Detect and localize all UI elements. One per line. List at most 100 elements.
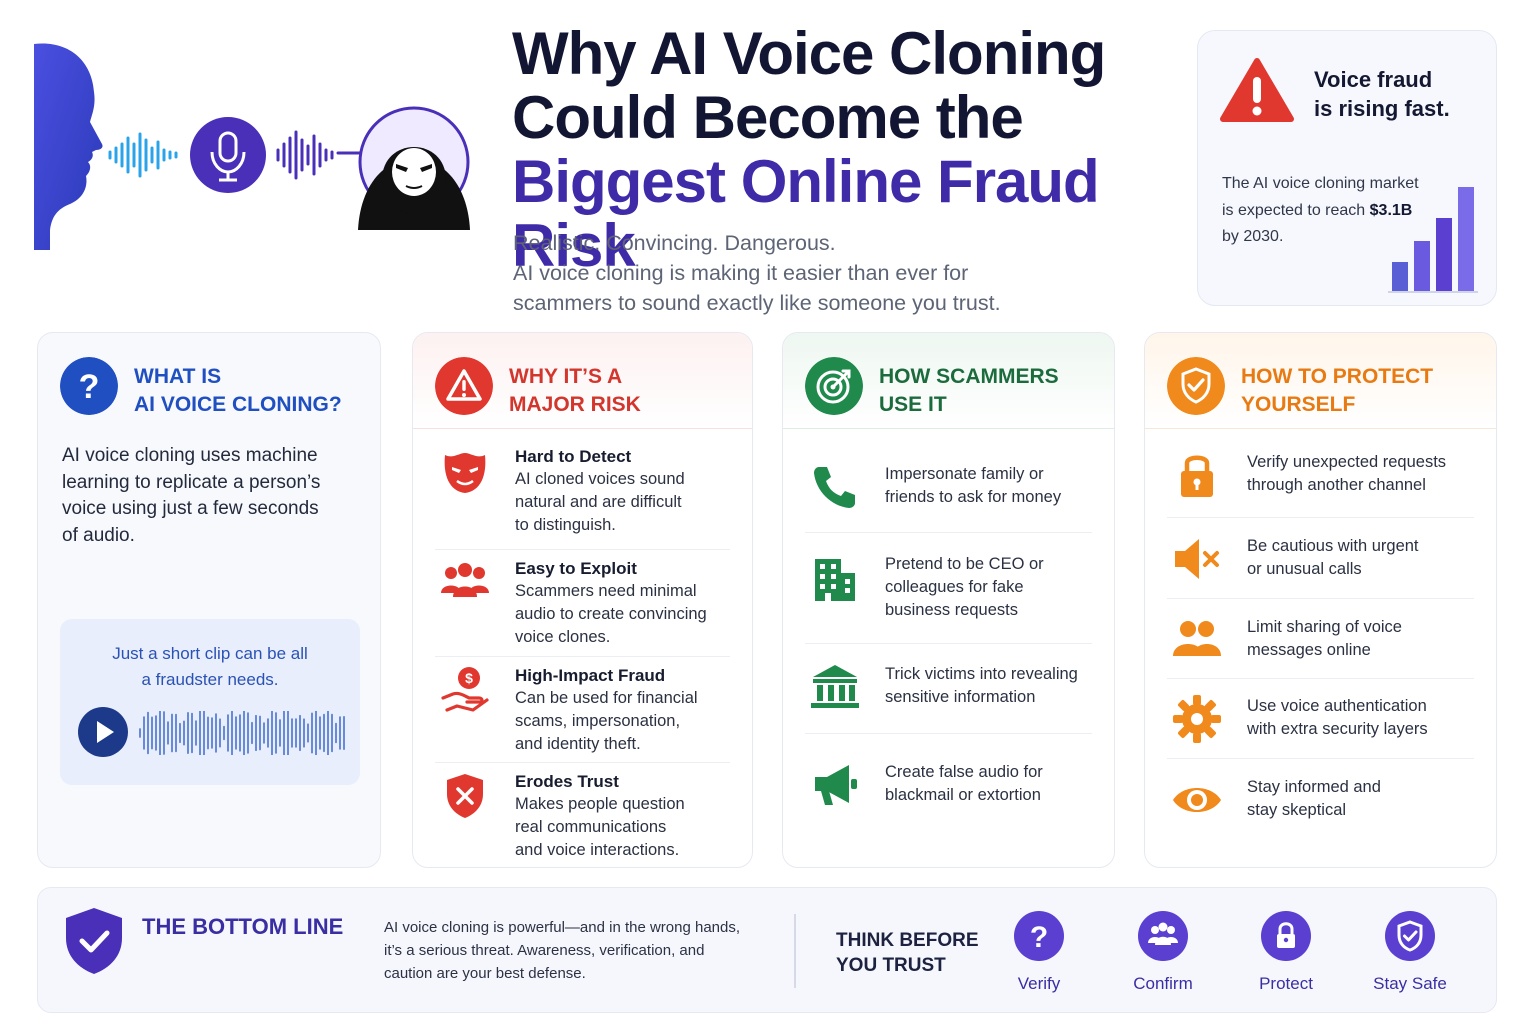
bottom-text-line: it’s a serious threat. Awareness, verifi… xyxy=(384,942,705,959)
divider xyxy=(435,549,730,550)
alert-icon xyxy=(435,357,493,415)
what-is-header: ? WHAT IS AI VOICE CLONING? xyxy=(38,333,380,429)
svg-text:?: ? xyxy=(79,368,100,406)
title-line-2: Could Become the xyxy=(512,84,1024,151)
divider xyxy=(1167,598,1474,599)
page-subtitle: Realistic. Convincing. Dangerous. AI voi… xyxy=(513,228,1183,318)
clip-caption-line: a fraudster needs. xyxy=(141,670,279,689)
risk-line: voice clones. xyxy=(515,628,611,646)
clip-caption: Just a short clip can be all a fraudster… xyxy=(60,641,360,693)
title-line-3: Biggest Online Fraud Risk xyxy=(512,148,1100,279)
badge-stay-safe: Stay Safe xyxy=(1355,910,1465,994)
how-scammers-title-line-2: USE IT xyxy=(879,393,947,416)
building-icon xyxy=(815,559,855,601)
audio-clip-box: Just a short clip can be all a fraudster… xyxy=(60,619,360,785)
protect-line: Use voice authentication xyxy=(1247,697,1427,715)
badge-label: Protect xyxy=(1259,974,1313,993)
cta-line: THINK BEFORE xyxy=(836,930,979,951)
divider xyxy=(435,762,730,763)
stat-heading: Voice fraud is rising fast. xyxy=(1314,65,1484,123)
risk-heading: High-Impact Fraud xyxy=(515,666,666,685)
scam-line: sensitive information xyxy=(885,688,1036,706)
target-icon xyxy=(805,357,863,415)
scam-line: Impersonate family or xyxy=(885,465,1044,483)
divider xyxy=(1167,678,1474,679)
scam-line: business requests xyxy=(885,601,1018,619)
growth-bar xyxy=(1458,187,1474,291)
bottom-line-text: AI voice cloning is powerful—and in the … xyxy=(384,916,784,985)
desc-line: of audio. xyxy=(62,524,135,546)
growth-bar-chart-icon xyxy=(1388,187,1478,293)
protect-line: stay skeptical xyxy=(1247,801,1347,819)
human-profile-icon xyxy=(34,43,103,250)
stat-heading-line-2: is rising fast. xyxy=(1314,96,1450,121)
bottom-line-bar: THE BOTTOM LINE AI voice cloning is powe… xyxy=(37,887,1497,1013)
gear-icon xyxy=(1173,695,1221,743)
divider xyxy=(1167,517,1474,518)
divider xyxy=(1167,758,1474,759)
protect-line: or unusual calls xyxy=(1247,560,1362,578)
question-icon: ? xyxy=(60,357,118,415)
svg-text:?: ? xyxy=(1030,921,1048,954)
users-icon xyxy=(1173,621,1221,656)
badge-protect: Protect xyxy=(1231,910,1341,994)
megaphone-icon xyxy=(815,765,857,805)
subtitle-line-1: Realistic. Convincing. Dangerous. xyxy=(513,231,836,255)
cta-line: YOU TRUST xyxy=(836,955,946,976)
stat-body-pre: The AI voice cloning market is expected … xyxy=(1222,175,1419,219)
divider xyxy=(805,643,1092,644)
play-button[interactable] xyxy=(78,707,128,757)
shield-check-icon xyxy=(1385,911,1435,961)
people-group-icon xyxy=(1138,911,1188,961)
growth-bar xyxy=(1436,218,1452,291)
why-risk-header: WHY IT’S A MAJOR RISK xyxy=(413,333,752,429)
subtitle-line-3: scammers to sound exactly like someone y… xyxy=(513,291,1001,315)
think-before-you-trust: THINK BEFORE YOU TRUST xyxy=(836,928,979,978)
risk-line: natural and are difficult xyxy=(515,493,682,511)
what-is-description: AI voice cloning uses machine learning t… xyxy=(62,443,352,549)
protect-line: Limit sharing of voice xyxy=(1247,618,1402,636)
protect-title-line-2: YOURSELF xyxy=(1241,393,1356,416)
protect-line: messages online xyxy=(1247,641,1371,659)
title-line-1: Why AI Voice Cloning xyxy=(512,20,1106,87)
bank-icon xyxy=(811,665,859,708)
risk-heading: Hard to Detect xyxy=(515,447,632,466)
risk-line: and voice interactions. xyxy=(515,841,680,859)
growth-bar xyxy=(1392,262,1408,291)
scam-line: blackmail or extortion xyxy=(885,786,1041,804)
mask-icon xyxy=(444,453,486,493)
badge-label: Confirm xyxy=(1133,974,1193,993)
risk-line: Scammers need minimal xyxy=(515,582,697,600)
shield-x-icon xyxy=(447,774,483,818)
desc-line: learning to replicate a person’s xyxy=(62,471,321,493)
divider xyxy=(435,656,730,657)
risk-heading: Easy to Exploit xyxy=(515,559,637,578)
bottom-line-title: THE BOTTOM LINE xyxy=(142,914,344,939)
how-scammers-card: HOW SCAMMERS USE IT Impersonate family o… xyxy=(782,332,1115,868)
speaker-mute-icon xyxy=(1175,539,1219,579)
svg-text:$: $ xyxy=(465,670,473,686)
what-is-title-line-1: WHAT IS xyxy=(134,365,222,388)
audio-waveform-icon xyxy=(139,711,345,755)
what-is-title-line-2: AI VOICE CLONING? xyxy=(134,393,342,416)
risk-line: to distinguish. xyxy=(515,516,616,534)
desc-line: voice using just a few seconds xyxy=(62,498,319,519)
how-scammers-header: HOW SCAMMERS USE IT xyxy=(783,333,1114,429)
money-hand-icon: $ xyxy=(441,667,489,712)
scam-line: Create false audio for xyxy=(885,763,1043,781)
subtitle-line-2: AI voice cloning is making it easier tha… xyxy=(513,261,969,285)
badge-verify: ? Verify xyxy=(984,910,1094,994)
stat-value: $3.1B xyxy=(1369,201,1413,219)
why-risk-title-line-2: MAJOR RISK xyxy=(509,393,641,416)
sound-wave-left-icon xyxy=(108,132,178,178)
risk-line: real communications xyxy=(515,818,667,836)
desc-line: AI voice cloning uses machine xyxy=(62,445,318,466)
protect-line: through another channel xyxy=(1247,476,1426,494)
risk-line: AI cloned voices sound xyxy=(515,470,685,488)
people-group-icon xyxy=(441,563,489,597)
scam-line: Trick victims into revealing xyxy=(885,665,1078,683)
warning-triangle-icon xyxy=(1220,58,1294,122)
stat-card: Voice fraud is rising fast. The AI voice… xyxy=(1197,30,1497,306)
page-title: Why AI Voice Cloning Could Become the Bi… xyxy=(512,22,1192,278)
stat-heading-line-1: Voice fraud xyxy=(1314,67,1433,92)
